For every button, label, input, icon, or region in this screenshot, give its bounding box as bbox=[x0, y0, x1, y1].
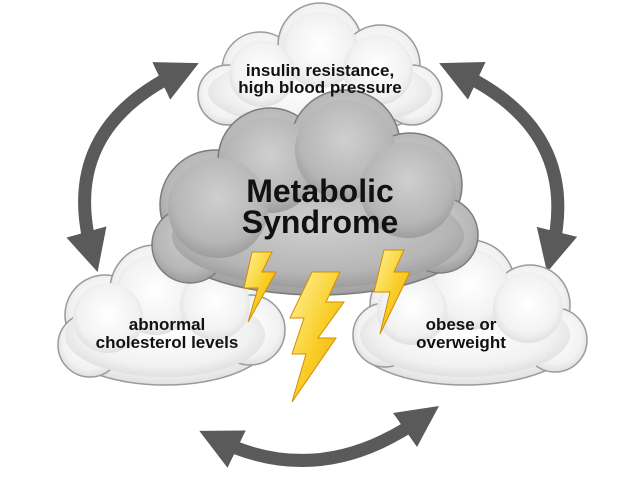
right-cloud-label: obese or overweight bbox=[386, 316, 536, 352]
lightning-bolt-icon bbox=[289, 271, 345, 403]
lightning-bolt-icon bbox=[373, 249, 411, 335]
left-label-line2: cholesterol levels bbox=[95, 333, 239, 352]
curved-arrow-icon bbox=[66, 62, 199, 273]
curved-arrow-icon bbox=[199, 406, 439, 468]
top-label-line1: insulin resistance, bbox=[245, 61, 395, 80]
lightning-bolt-icon bbox=[243, 251, 277, 323]
center-title: Metabolic Syndrome bbox=[200, 173, 440, 240]
left-label-line1: abnormal bbox=[128, 315, 206, 334]
curved-arrow-icon bbox=[439, 61, 578, 273]
center-title-line2: Syndrome bbox=[241, 204, 399, 240]
cycle-arrows bbox=[66, 61, 578, 468]
top-label-line2: high blood pressure bbox=[238, 78, 402, 97]
left-cloud-label: abnormal cholesterol levels bbox=[72, 316, 262, 352]
right-label-line2: overweight bbox=[416, 333, 506, 352]
right-label-line1: obese or bbox=[425, 315, 497, 334]
top-cloud-label: insulin resistance, high blood pressure bbox=[210, 62, 430, 96]
center-title-line1: Metabolic bbox=[246, 173, 394, 209]
lightning-bolts bbox=[243, 249, 411, 403]
